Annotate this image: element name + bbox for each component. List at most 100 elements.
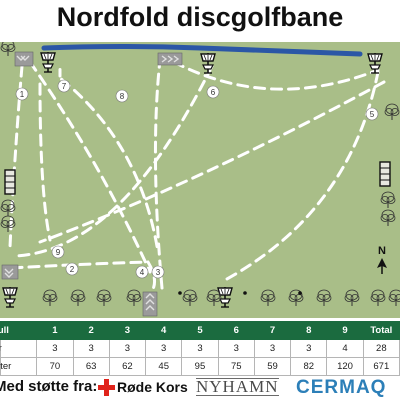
scorecard-cell: 120 bbox=[326, 357, 364, 376]
scorecard-header-cell: Total bbox=[362, 321, 400, 340]
hole-number: 4 bbox=[140, 268, 145, 277]
north-label: N bbox=[378, 245, 386, 257]
tree-icon bbox=[182, 289, 198, 307]
scorecard-cell: 4 bbox=[326, 339, 364, 358]
scorecard-cell: 3 bbox=[290, 339, 328, 358]
hole-number: 1 bbox=[20, 90, 25, 99]
scorecard-cell: 3 bbox=[108, 339, 147, 358]
scorecard-header-cell: 6 bbox=[217, 321, 255, 340]
tee-pads bbox=[1, 51, 183, 317]
tee-pad-icon bbox=[14, 51, 34, 67]
scorecard-header-cell: 2 bbox=[72, 321, 110, 340]
fairway-hole-7 bbox=[12, 64, 214, 258]
fairway-hole-5 bbox=[223, 70, 380, 282]
scorecard-header-cell: 7 bbox=[253, 321, 292, 340]
hole-number: 9 bbox=[56, 248, 61, 257]
scorecard-header-cell: 4 bbox=[145, 321, 183, 340]
scorecard-par-row: Par33333333428 bbox=[0, 339, 400, 358]
marker-dot bbox=[298, 291, 302, 295]
fairway-hole-8 bbox=[58, 68, 160, 254]
fairway-hole-9 bbox=[38, 80, 386, 244]
tree-icon bbox=[316, 289, 332, 307]
north-arrow-icon bbox=[377, 258, 387, 274]
hole-number: 8 bbox=[120, 92, 125, 101]
scorecard-cell: 28 bbox=[362, 339, 400, 358]
hole-number-badge bbox=[51, 245, 65, 259]
scorecard-table: Hull123456789Total Par33333333428 Meter7… bbox=[0, 321, 400, 376]
basket-icon bbox=[40, 51, 56, 73]
tee-pad-icon bbox=[157, 52, 183, 66]
scorecard-header-cell: 1 bbox=[36, 321, 74, 340]
scorecard-cell: 63 bbox=[72, 357, 110, 376]
scorecard-cell: 95 bbox=[181, 357, 219, 376]
fairway-hole-4 bbox=[172, 60, 380, 91]
basket-icon bbox=[200, 52, 216, 74]
tee-pad-icon bbox=[142, 291, 158, 317]
fairway-hole-3 bbox=[153, 58, 164, 290]
scorecard-cell: 70 bbox=[36, 357, 74, 376]
water-stream bbox=[41, 44, 363, 57]
scorecard-cell: 3 bbox=[253, 339, 292, 358]
tree-icon bbox=[126, 289, 142, 307]
fairway-hole-6 bbox=[28, 60, 152, 274]
sponsor-cermaq: CERMAQ bbox=[296, 377, 387, 398]
basket-icon bbox=[2, 286, 18, 308]
hole-number-badge bbox=[15, 87, 29, 101]
map-title: Nordfold discgolfbane bbox=[56, 2, 344, 32]
sponsor-nyhamn: NYHAMN bbox=[196, 377, 279, 396]
scorecard-header-cell: 3 bbox=[108, 321, 147, 340]
course-map-drawing: 1 2 3 4 5 6 7 8 9 N bbox=[0, 42, 400, 317]
hole-number: 2 bbox=[70, 265, 75, 274]
scorecard-cell: 3 bbox=[145, 339, 183, 358]
marker-dot bbox=[178, 291, 182, 295]
scorecard-row-label: Meter bbox=[0, 357, 38, 376]
hole-number: 6 bbox=[211, 88, 216, 97]
tree-icon bbox=[70, 289, 86, 307]
hole-number-badge bbox=[151, 265, 165, 279]
fairway-hole-2 bbox=[10, 260, 156, 296]
scorecard-cell: 3 bbox=[181, 339, 219, 358]
fairway-hole-9b bbox=[38, 82, 52, 242]
hole-number: 7 bbox=[62, 82, 67, 91]
tree-icon bbox=[206, 289, 222, 307]
scorecard-header-label: Hull bbox=[0, 321, 38, 340]
hole-number-badge bbox=[365, 107, 379, 121]
tree-icon bbox=[42, 289, 58, 307]
hole-number-badge bbox=[57, 79, 71, 93]
tree-icon bbox=[0, 215, 16, 233]
fairway-lines bbox=[8, 58, 386, 296]
tree-icon bbox=[96, 289, 112, 307]
scorecard-cell: 75 bbox=[217, 357, 255, 376]
scorecard-cell: 82 bbox=[290, 357, 328, 376]
tree-icon bbox=[260, 289, 276, 307]
scorecard-cell: 62 bbox=[108, 357, 147, 376]
hole-number-badge bbox=[115, 89, 129, 103]
sponsor-thanks: Med støtte fra: bbox=[0, 378, 98, 395]
sponsor-bar: Med støtte fra: Røde Kors NYHAMN CERMAQ bbox=[0, 375, 400, 400]
hole-markers: 1 2 3 4 5 6 7 8 9 bbox=[15, 79, 379, 279]
tree-icon bbox=[0, 42, 16, 57]
hole-number-badge bbox=[135, 265, 149, 279]
scorecard-row-label: Par bbox=[0, 339, 38, 358]
bench-icon bbox=[4, 169, 16, 195]
scorecard-header-cell: 5 bbox=[181, 321, 219, 340]
tree-icon bbox=[388, 289, 400, 307]
tee-pad-icon bbox=[1, 264, 19, 280]
scorecard-cell: 3 bbox=[36, 339, 74, 358]
basket-icon bbox=[217, 286, 233, 308]
hole-number-badge bbox=[65, 262, 79, 276]
hole-number-badge bbox=[206, 85, 220, 99]
tree-icon bbox=[380, 209, 396, 227]
scorecard-header-cell: 8 bbox=[290, 321, 328, 340]
scorecard-meter-row: Meter7063624595755982120671 bbox=[0, 357, 400, 376]
marker-dot bbox=[243, 291, 247, 295]
tree-icon bbox=[0, 199, 16, 217]
scorecard-cell: 671 bbox=[362, 357, 400, 376]
tree-icon bbox=[370, 289, 386, 307]
scorecard-cell: 3 bbox=[72, 339, 110, 358]
tree-icon bbox=[344, 289, 360, 307]
sponsor-rode-kors: Røde Kors bbox=[117, 379, 188, 395]
course-map: 1 2 3 4 5 6 7 8 9 N bbox=[0, 42, 400, 318]
hole-number: 3 bbox=[156, 268, 161, 277]
hole-number: 5 bbox=[370, 110, 375, 119]
